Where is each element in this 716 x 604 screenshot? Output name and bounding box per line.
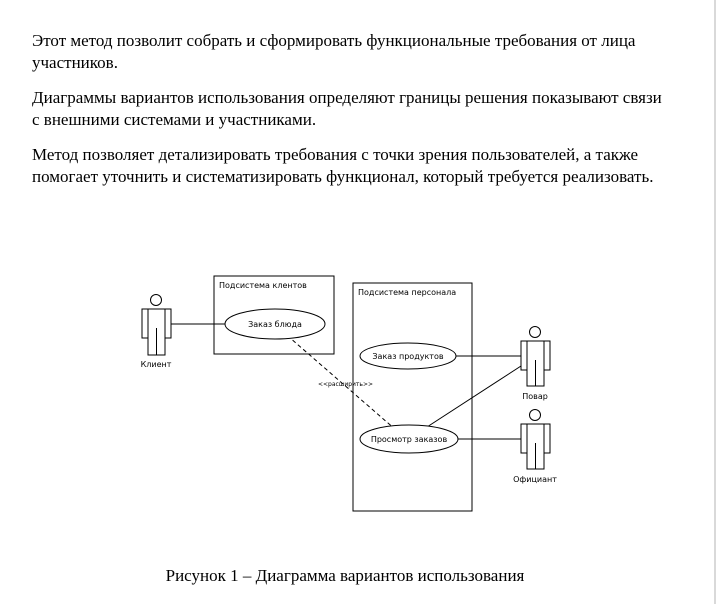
use-case-order-products-label: Заказ продуктов [372, 352, 443, 361]
actor-waiter-label: Официант [513, 475, 557, 484]
actor-client-figure [141, 294, 172, 356]
staff-subsystem-box [352, 282, 473, 512]
extend-dependency-arrow [289, 337, 397, 431]
use-case-order-dish [224, 308, 326, 340]
extend-label: <<расширить>> [318, 381, 373, 388]
actor-cook-label: Повар [522, 392, 548, 401]
paragraph-1: Этот метод позволит собрать и сформирова… [32, 31, 636, 72]
figure-caption: Рисунок 1 – Диаграмма вариантов использо… [165, 566, 525, 585]
actor-waiter-figure [520, 409, 551, 470]
page-edge [714, 0, 716, 604]
use-case-order-dish-label: Заказ блюда [248, 320, 302, 329]
use-case-order-products [359, 342, 457, 370]
paragraph-3: Метод позволяет детализировать требовани… [32, 145, 654, 186]
paragraph-2: Диаграммы вариантов использования опреде… [32, 88, 662, 129]
actor-cook-figure [520, 326, 551, 387]
use-case-view-orders [359, 424, 459, 454]
client-subsystem-title: Подсистема клентов [219, 281, 307, 290]
use-case-view-orders-label: Просмотр заказов [371, 435, 448, 444]
staff-subsystem-title: Подсистема персонала [358, 288, 456, 297]
association-cook-view-orders [426, 365, 522, 428]
actor-client-label: Клиент [141, 360, 172, 369]
client-subsystem-box [213, 275, 335, 355]
